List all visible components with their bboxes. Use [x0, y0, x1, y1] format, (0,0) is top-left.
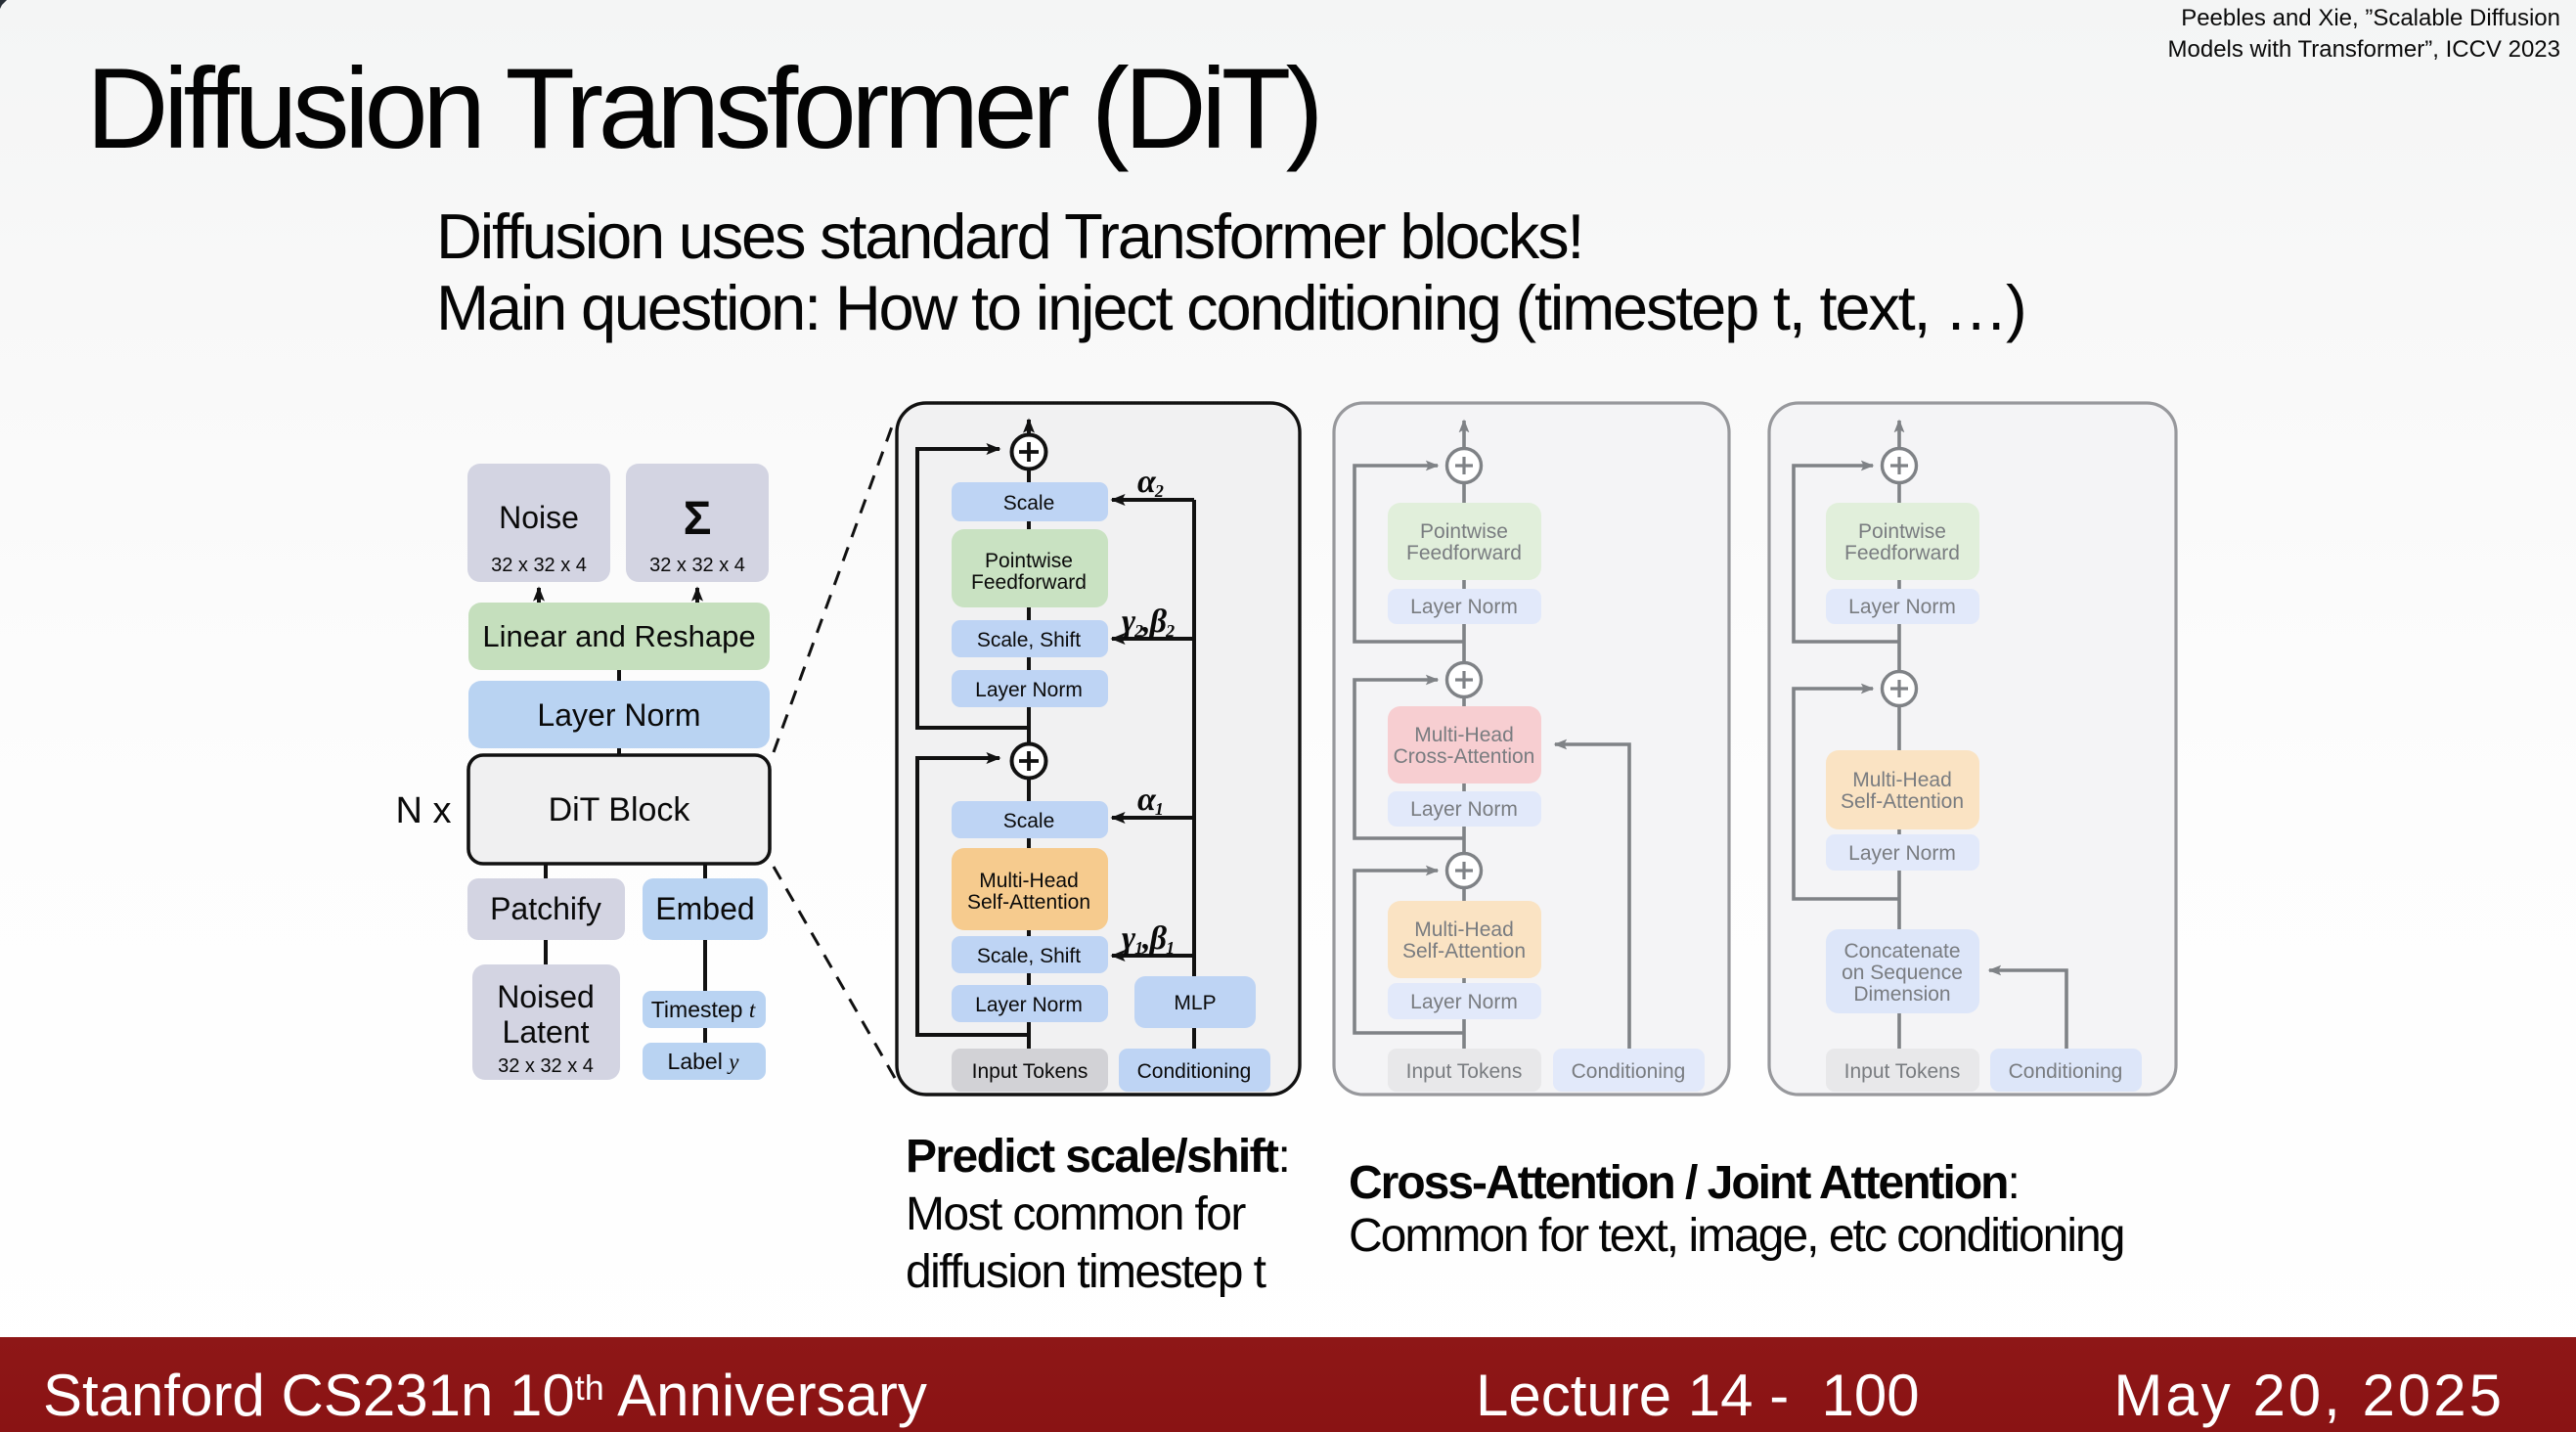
svg-text:Feedforward: Feedforward: [971, 571, 1087, 594]
svg-text:MLP: MLP: [1174, 992, 1216, 1014]
svg-text:Layer Norm: Layer Norm: [975, 994, 1083, 1016]
svg-text:Dimension: Dimension: [1853, 983, 1950, 1006]
svg-text:Conditioning: Conditioning: [2009, 1060, 2123, 1083]
svg-text:Scale: Scale: [1003, 810, 1055, 832]
svg-text:Layer Norm: Layer Norm: [1848, 596, 1956, 618]
svg-text:Input Tokens: Input Tokens: [1406, 1060, 1523, 1083]
svg-text:Multi-Head: Multi-Head: [1414, 918, 1514, 941]
svg-text:DiT Block: DiT Block: [549, 791, 691, 828]
svg-text:γ1,β1: γ1,β1: [1122, 920, 1174, 958]
svg-text:Scale, Shift: Scale, Shift: [977, 945, 1081, 967]
svg-text:Embed: Embed: [655, 891, 754, 926]
svg-text:on Sequence: on Sequence: [1842, 962, 1963, 984]
svg-text:Layer Norm: Layer Norm: [975, 679, 1083, 701]
svg-text:Layer Norm: Layer Norm: [1410, 596, 1518, 618]
svg-text:Σ: Σ: [684, 493, 712, 545]
svg-text:32 x 32 x 4: 32 x 32 x 4: [498, 1055, 594, 1077]
svg-text:Multi-Head: Multi-Head: [1414, 724, 1514, 746]
svg-text:Pointwise: Pointwise: [1858, 520, 1946, 543]
svg-text:Linear and Reshape: Linear and Reshape: [482, 619, 755, 653]
svg-text:Noise: Noise: [499, 500, 579, 535]
svg-text:Self-Attention: Self-Attention: [1402, 940, 1526, 962]
svg-text:N x: N x: [396, 790, 452, 831]
svg-text:Self-Attention: Self-Attention: [967, 891, 1090, 914]
svg-text:Layer Norm: Layer Norm: [537, 697, 700, 733]
svg-text:Feedforward: Feedforward: [1406, 542, 1522, 564]
svg-text:Scale: Scale: [1003, 492, 1055, 515]
svg-text:32 x 32 x 4: 32 x 32 x 4: [491, 555, 587, 576]
svg-text:32 x 32 x 4: 32 x 32 x 4: [649, 555, 745, 576]
svg-text:Pointwise: Pointwise: [985, 550, 1073, 572]
svg-text:Multi-Head: Multi-Head: [979, 870, 1079, 892]
svg-text:Scale, Shift: Scale, Shift: [977, 629, 1081, 651]
svg-text:Input Tokens: Input Tokens: [972, 1060, 1088, 1083]
svg-text:Conditioning: Conditioning: [1572, 1060, 1686, 1083]
svg-text:Feedforward: Feedforward: [1844, 542, 1960, 564]
svg-text:Input Tokens: Input Tokens: [1844, 1060, 1961, 1083]
svg-text:Latent: Latent: [503, 1014, 590, 1050]
svg-text:Noised: Noised: [497, 979, 595, 1014]
svg-text:Multi-Head: Multi-Head: [1852, 769, 1952, 791]
svg-text:Patchify: Patchify: [490, 891, 601, 926]
svg-text:Cross-Attention: Cross-Attention: [1394, 745, 1535, 768]
svg-text:Concatenate: Concatenate: [1843, 940, 1960, 962]
svg-text:Pointwise: Pointwise: [1420, 520, 1508, 543]
svg-text:Label y: Label y: [668, 1049, 740, 1074]
svg-text:Timestep t: Timestep t: [651, 997, 756, 1022]
svg-text:Conditioning: Conditioning: [1137, 1060, 1252, 1083]
svg-text:Layer Norm: Layer Norm: [1410, 798, 1518, 821]
svg-text:Self-Attention: Self-Attention: [1841, 790, 1964, 813]
svg-text:Layer Norm: Layer Norm: [1848, 842, 1956, 865]
svg-text:Layer Norm: Layer Norm: [1410, 991, 1518, 1013]
